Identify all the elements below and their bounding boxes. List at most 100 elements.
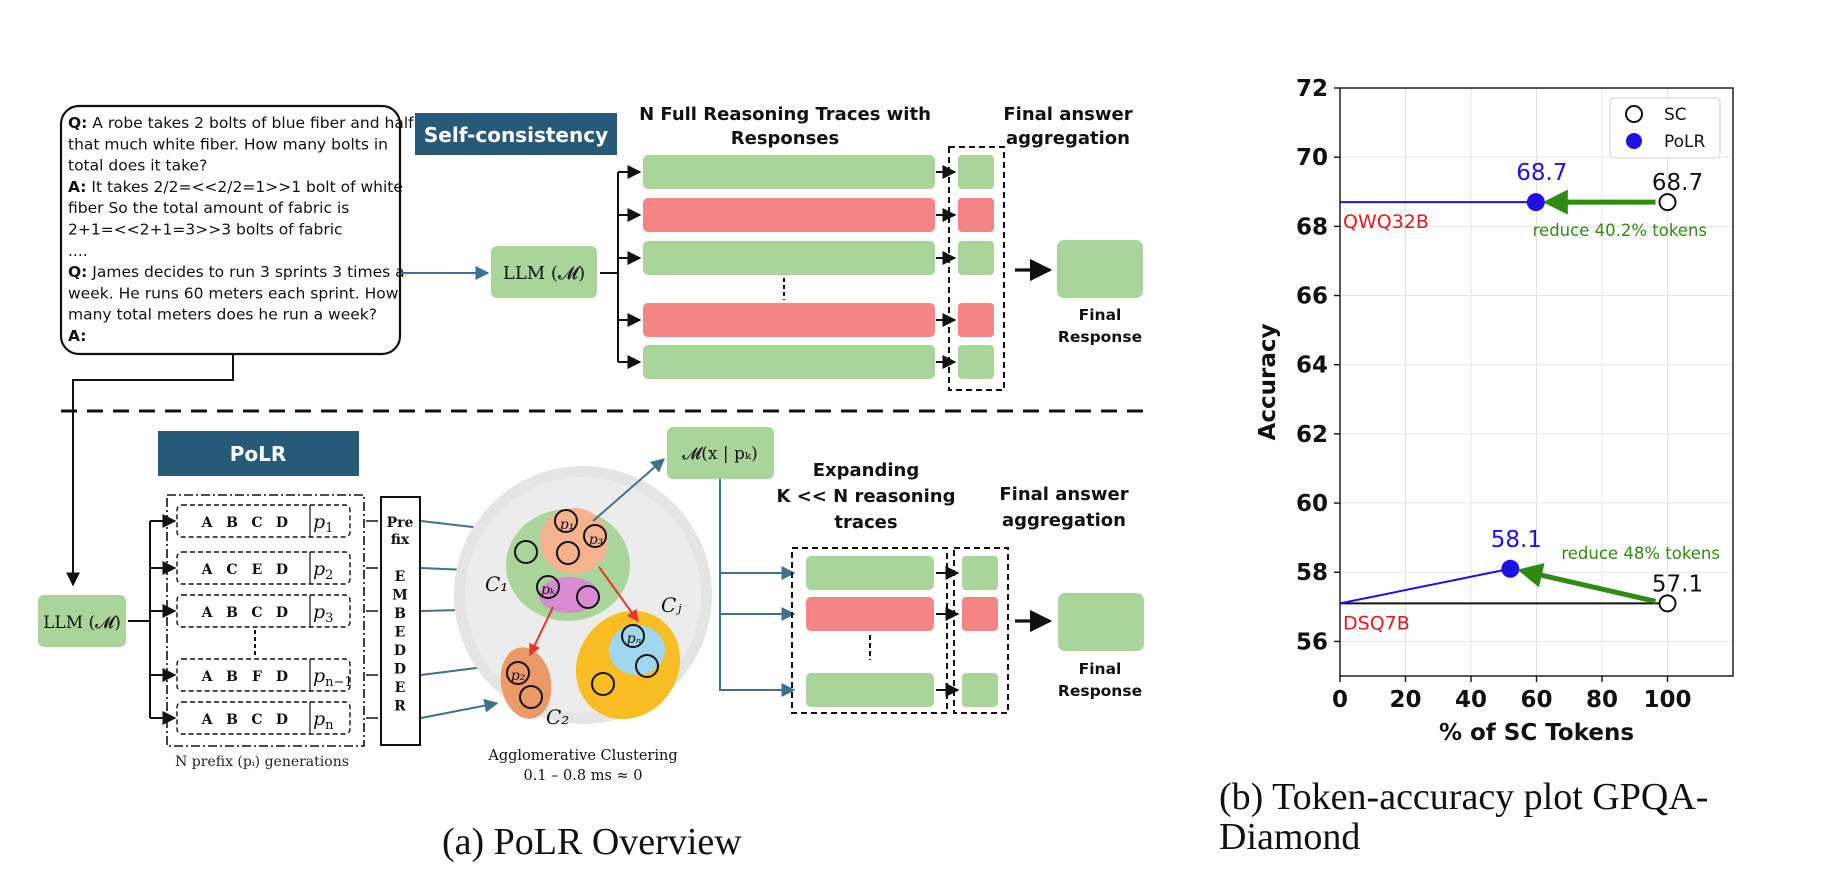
cluster-link-red <box>529 606 554 657</box>
cluster-point <box>635 654 659 678</box>
polr-final-response-box <box>1058 593 1144 651</box>
polr-llm-label: LLM (𝓜) <box>43 613 121 633</box>
polr-aggregation-box <box>953 547 1009 714</box>
prompt-text: Q: A robe takes 2 bolts of blue fiber an… <box>68 114 414 345</box>
sc-trace-bar <box>643 345 935 379</box>
prefix-token: A <box>201 605 214 621</box>
prefix-token: E <box>252 562 263 578</box>
polr-point <box>1526 193 1545 212</box>
self-consistency-badge-label: Self-consistency <box>424 123 608 147</box>
prefix-token: D <box>276 515 288 531</box>
prefix-token: A <box>201 515 214 531</box>
sc-final-response-box <box>1057 240 1143 298</box>
sc-trace-bar <box>643 198 935 232</box>
sc-point-label: 57.1 <box>1652 571 1703 597</box>
prefix-id-base: p <box>313 665 325 687</box>
prefix-token: B <box>226 669 238 685</box>
embedder-letter: M <box>392 588 408 604</box>
cluster-point <box>621 624 645 648</box>
text-line: Agglomerative Clustering <box>487 748 677 764</box>
x-tick-label: 40 <box>1455 687 1487 713</box>
embedder-line: fix <box>391 532 410 548</box>
text-line: Final <box>1079 660 1122 678</box>
model-prefix-box <box>667 427 774 479</box>
prefix-id: pn−1 <box>313 665 353 690</box>
model-to-traces-arrow <box>719 479 796 697</box>
prefix-id: p1 <box>313 511 333 536</box>
cluster-c2 <box>500 647 552 719</box>
cluster-to-model-arrow <box>592 458 666 522</box>
cluster-point <box>576 585 600 609</box>
prefix-id-base: p <box>313 708 325 730</box>
text-line: Response <box>1058 328 1142 346</box>
prefix-id-sub: 3 <box>325 611 333 626</box>
polr-answer-box <box>962 597 998 631</box>
cluster-point <box>583 524 607 548</box>
cluster-label-pk: pₖ <box>541 582 555 598</box>
cluster-link-red <box>598 566 639 622</box>
sc-llm-box <box>491 246 597 298</box>
cluster-label-c1: C₁ <box>485 572 508 596</box>
prefix-token: D <box>276 712 288 728</box>
y-tick-label: 56 <box>1296 629 1328 655</box>
x-tick-label: 20 <box>1389 687 1421 713</box>
prefix-token: D <box>276 605 288 621</box>
y-tick-label: 58 <box>1296 560 1328 586</box>
prefix-token: C <box>251 515 262 531</box>
polr-line-dsq <box>1339 567 1511 605</box>
prompt-box <box>59 104 402 356</box>
polr-trace-bars <box>806 556 998 707</box>
prefix-id-base: p <box>313 558 325 580</box>
polr-trace-bar <box>806 556 934 590</box>
legend-polr-label: PoLR <box>1664 132 1706 152</box>
embedder-letter: E <box>395 569 406 585</box>
prefix-token: A <box>201 669 214 685</box>
prefix-row <box>176 504 351 538</box>
text-line: Final answer <box>1003 104 1132 125</box>
y-tick-label: 68 <box>1296 214 1328 240</box>
embedder-letter: B <box>394 606 406 622</box>
chart-legend: SC PoLR <box>1609 97 1721 159</box>
prefix-token: A <box>201 712 214 728</box>
self-consistency-badge <box>415 113 617 155</box>
prefix-token: B <box>226 515 238 531</box>
embedder-letter: D <box>394 662 406 678</box>
sc-trace-bar <box>643 303 935 337</box>
prompt-marker: A: <box>68 327 86 345</box>
prompt-line: .... <box>68 242 88 260</box>
y-tick-label: 62 <box>1296 422 1328 448</box>
cluster-point <box>556 541 580 565</box>
prefix-token: C <box>251 605 262 621</box>
polr-trace-bar <box>806 597 934 631</box>
polr-trace-bar <box>806 673 934 707</box>
cluster-point <box>554 509 578 533</box>
model-label: QWQ32B <box>1343 211 1429 233</box>
sc-answer-box <box>958 345 994 379</box>
sc-answer-box <box>958 303 994 337</box>
cluster-point <box>506 661 530 685</box>
prefix-id: p2 <box>313 558 333 583</box>
y-tick-label: 64 <box>1296 353 1328 379</box>
self-consistency-panel: Q: A robe takes 2 bolts of blue fiber an… <box>59 104 1143 391</box>
prefix-embedder-box <box>380 496 421 746</box>
prefix-id-sub: 1 <box>325 521 333 536</box>
y-tick-label: 60 <box>1296 491 1328 517</box>
prompt-line: total does it take? <box>68 157 207 175</box>
caption-b-line: (b) Token-accuracy plot GPQA- <box>1219 776 1709 818</box>
cluster-label-pn: pₙ <box>627 631 642 647</box>
legend-sc-label: SC <box>1664 105 1687 125</box>
y-axis-label: Accuracy <box>1255 324 1281 441</box>
polr-badge-label: PoLR <box>230 442 287 466</box>
polr-point-label: 58.1 <box>1491 527 1542 553</box>
text-line: aggregation <box>1002 510 1126 531</box>
text-line: Final answer <box>999 484 1128 505</box>
polr-point <box>1501 559 1520 578</box>
model-prefix-label: 𝓜(x | pₖ) <box>682 444 758 464</box>
